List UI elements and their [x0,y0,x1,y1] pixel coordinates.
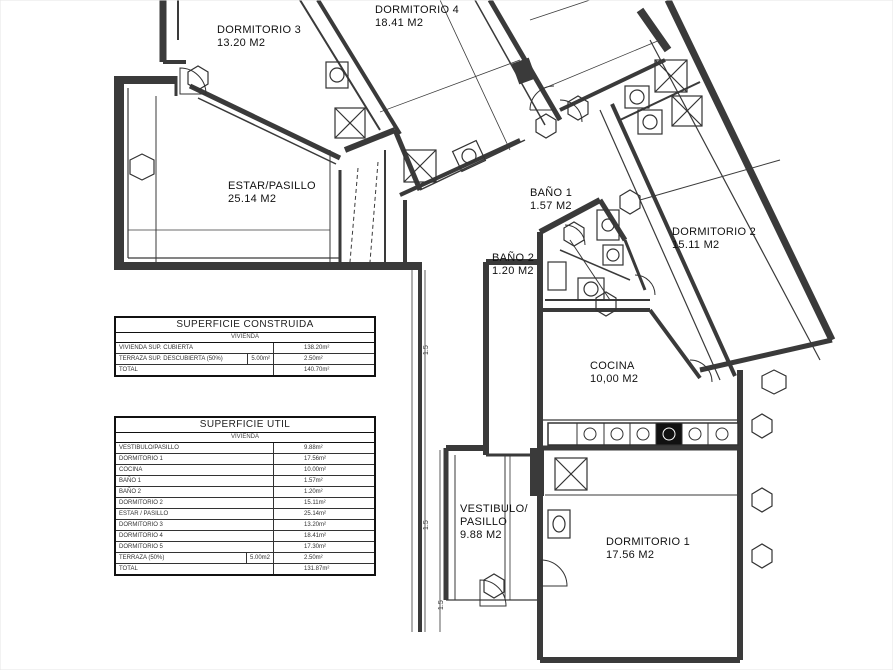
row-inline-value: 5.00m2 [245,553,273,563]
room-area: 9.88 M2 [460,529,502,541]
room-area: 25.14 M2 [228,193,277,205]
table-row: BAÑO 2 1.20m² [116,487,374,498]
row-label: TERRAZA (50%) [119,555,165,561]
table-row: COCINA 10.00m² [116,465,374,476]
table-row: VESTIBULO/PASILLO 9.88m² [116,443,374,454]
row-label: TERRAZA SUP. DESCUBIERTA (50%) [119,356,223,362]
wardrobe-icons [334,59,703,491]
room-name: DORMITORIO 1 [606,536,691,548]
room-label-bano-2: BAÑO 2 1.20 M2 [492,252,534,278]
row-label: COCINA [119,467,143,473]
row-label: VIVIENDA SUP. CUBIERTA [119,345,194,351]
walls-dormitorio-3 [159,0,186,64]
room-label-dormitorio-1: DORMITORIO 1 17.56 M2 [606,536,690,562]
walls-banos [537,197,650,301]
walls-dormitorio-4 [379,0,563,197]
walls-estar [114,76,420,270]
room-area: 17.56 M2 [606,549,655,561]
table-row: BAÑO 1 1.57m² [116,476,374,487]
table-row: DORMITORIO 1 17.56m² [116,454,374,465]
table-row: DORMITORIO 2 15.11m² [116,498,374,509]
room-label-estar-pasillo: ESTAR/PASILLO 25.14 M2 [228,180,316,206]
room-name: COCINA [590,360,635,372]
table-superficie-construida: SUPERFICIE CONSTRUIDA VIVIENDA VIVIENDA … [114,316,376,377]
table-row: VIVIENDA SUP. CUBIERTA 138.20m² [116,343,374,354]
row-value: 13.20m² [304,522,327,528]
room-name: BAÑO 2 [492,252,535,264]
room-area: 15.11 M2 [672,239,720,251]
room-area: 1.57 M2 [530,200,572,212]
sanitary-fixtures [325,61,663,539]
room-label-vestibulo-pasillo: VESTIBULO/ PASILLO 9.88 M2 [460,503,527,542]
table-subtitle: VIVIENDA [116,333,374,343]
row-label: BAÑO 1 [119,478,142,484]
row-label: DORMITORIO 4 [119,533,163,539]
room-label-dormitorio-2: DORMITORIO 2 15.11 M2 [672,226,756,252]
table-subtitle: VIVIENDA [116,433,374,443]
table-title: SUPERFICIE UTIL [116,418,374,433]
row-value: 2.50m² [304,356,323,362]
room-area: 10,00 M2 [590,373,639,385]
row-label: TOTAL [119,566,138,572]
room-area: 13.20 M2 [217,37,266,49]
row-value: 1.57m² [304,478,323,484]
door-swings [179,67,713,607]
dimension-lines [424,270,511,632]
table-row: ESTAR / PASILLO 25.14m² [116,509,374,520]
table-row: TERRAZA SUP. DESCUBIERTA (50%) 5.00m² 2.5… [116,354,374,365]
row-label: DORMITORIO 1 [119,456,163,462]
room-label-bano-1: BAÑO 1 1.57 M2 [530,187,572,213]
row-label: VESTIBULO/PASILLO [119,445,179,451]
dimension-mark-1: 1.5 [423,345,430,355]
kitchen-counter [547,422,739,446]
row-value: 17.30m² [304,544,327,550]
dimension-mark-2: 1.5 [423,520,430,530]
room-name: ESTAR/PASILLO [228,180,316,192]
room-label-dormitorio-3: DORMITORIO 3 13.20 M2 [217,24,301,50]
table-row: DORMITORIO 3 13.20m² [116,520,374,531]
row-value: 25.14m² [304,511,327,517]
row-label: DORMITORIO 2 [119,500,163,506]
room-area: 18.41 M2 [375,17,424,29]
table-row: DORMITORIO 5 17.30m² [116,542,374,553]
row-label: ESTAR / PASILLO [119,511,169,517]
table-row: TOTAL 131.87m² [116,564,374,574]
table-title: SUPERFICIE CONSTRUIDA [116,318,374,333]
room-name: VESTIBULO/ PASILLO [460,503,528,528]
room-name: DORMITORIO 4 [375,4,460,16]
row-value: 2.50m² [304,555,323,561]
row-label: BAÑO 2 [119,489,142,495]
room-name: BAÑO 1 [530,187,573,199]
row-value: 10.00m² [304,467,327,473]
room-label-dormitorio-4: DORMITORIO 4 18.41 M2 [375,4,459,30]
row-value: 15.11m² [304,500,326,506]
row-value: 1.20m² [304,489,323,495]
dimension-mark-3: 1.5 [438,600,445,610]
room-label-cocina: COCINA 10,00 M2 [590,360,638,386]
room-name: DORMITORIO 3 [217,24,302,36]
room-area: 1.20 M2 [492,265,534,277]
table-superficie-util: SUPERFICIE UTIL VIVIENDA VESTIBULO/PASIL… [114,416,376,576]
row-value: 17.56m² [304,456,327,462]
row-value: 9.88m² [304,445,323,451]
row-inline-value: 5.00m² [247,354,273,364]
row-value: 138.20m² [304,345,330,351]
walls-dormitorio-2 [529,0,836,381]
row-label: DORMITORIO 3 [119,522,163,528]
row-value: 131.87m² [304,566,330,572]
walls-diagonal-corridor [188,0,407,263]
row-value: 18.41m² [304,533,327,539]
room-name: DORMITORIO 2 [672,226,757,238]
table-row: DORMITORIO 4 18.41m² [116,531,374,542]
table-row: TERRAZA (50%) 5.00m2 2.50m² [116,553,374,564]
row-value: 140.70m² [304,367,330,373]
column-markers [129,65,787,599]
walls-cocina-dormitorio-1 [411,259,743,663]
row-label: TOTAL [119,367,138,373]
table-row: TOTAL 140.70m² [116,365,374,375]
row-label: DORMITORIO 5 [119,544,163,550]
